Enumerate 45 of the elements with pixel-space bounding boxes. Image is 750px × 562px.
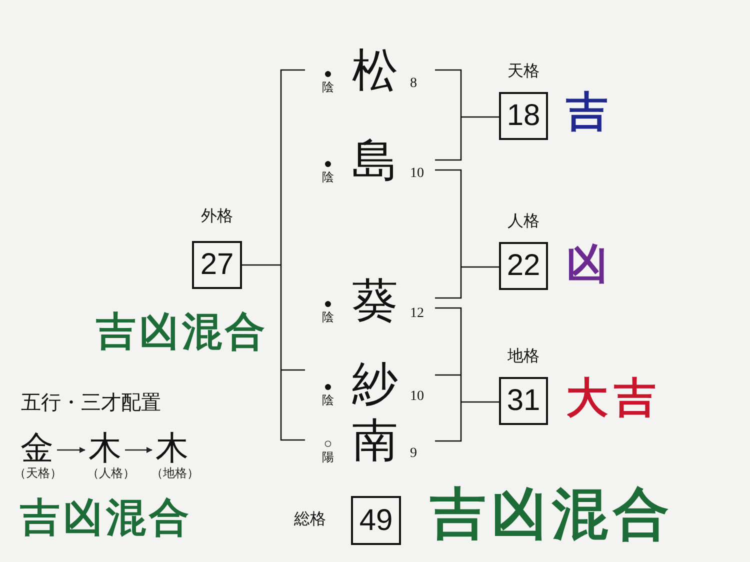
fortune-verdict: 吉凶混合 — [96, 312, 268, 352]
stroke-count: 12 — [410, 307, 424, 321]
section-heading: 五行・三才配置 — [21, 393, 161, 413]
fortune-verdict: 吉凶混合 — [20, 498, 192, 538]
element-character: 木 — [155, 430, 189, 466]
arrow — [125, 447, 152, 453]
fortune-verdict: 吉 — [566, 92, 608, 134]
grid-heading: 人格 — [506, 212, 540, 232]
yin-yang-label: 陰 — [321, 81, 335, 93]
fortune-verdict: 吉凶混合 — [430, 487, 674, 543]
name-character: 紗 — [352, 361, 398, 407]
arrow — [57, 447, 86, 453]
name-character: 松 — [352, 48, 398, 94]
element-character: 木 — [88, 430, 122, 466]
yin-yang-mark: ● — [322, 296, 334, 310]
grid-note: （天格） — [14, 467, 62, 479]
yin-yang-label: 陰 — [321, 171, 335, 183]
element-character: 金 — [20, 430, 54, 466]
yin-yang-label: 陽 — [321, 451, 335, 463]
yin-yang-mark: ● — [322, 379, 334, 393]
stroke-count: 10 — [410, 390, 424, 404]
grid-heading: 地格 — [506, 347, 540, 367]
fortune-verdict: 凶 — [566, 244, 608, 286]
name-character: 島 — [352, 138, 398, 184]
name-character: 南 — [352, 418, 398, 464]
score-box: 31 — [499, 377, 548, 425]
name-character: 葵 — [352, 278, 398, 324]
score-box: 18 — [499, 92, 548, 140]
fortune-verdict: 大吉 — [566, 378, 662, 420]
score-box: 49 — [351, 496, 401, 545]
stroke-count: 10 — [410, 167, 424, 181]
stroke-count: 9 — [410, 447, 417, 461]
grid-note: （人格） — [87, 467, 135, 479]
grid-heading: 総格 — [293, 510, 327, 530]
yin-yang-label: 陰 — [321, 311, 335, 323]
score-box: 22 — [499, 242, 548, 290]
yin-yang-mark: ● — [322, 156, 334, 170]
stroke-count: 8 — [410, 77, 417, 91]
score-box: 27 — [192, 241, 242, 289]
grid-heading: 外格 — [200, 207, 234, 227]
yin-yang-label: 陰 — [321, 394, 335, 406]
grid-heading: 天格 — [506, 62, 540, 82]
yin-yang-mark: ● — [322, 66, 334, 80]
yin-yang-mark: ○ — [322, 436, 334, 450]
grid-note: （地格） — [151, 467, 199, 479]
